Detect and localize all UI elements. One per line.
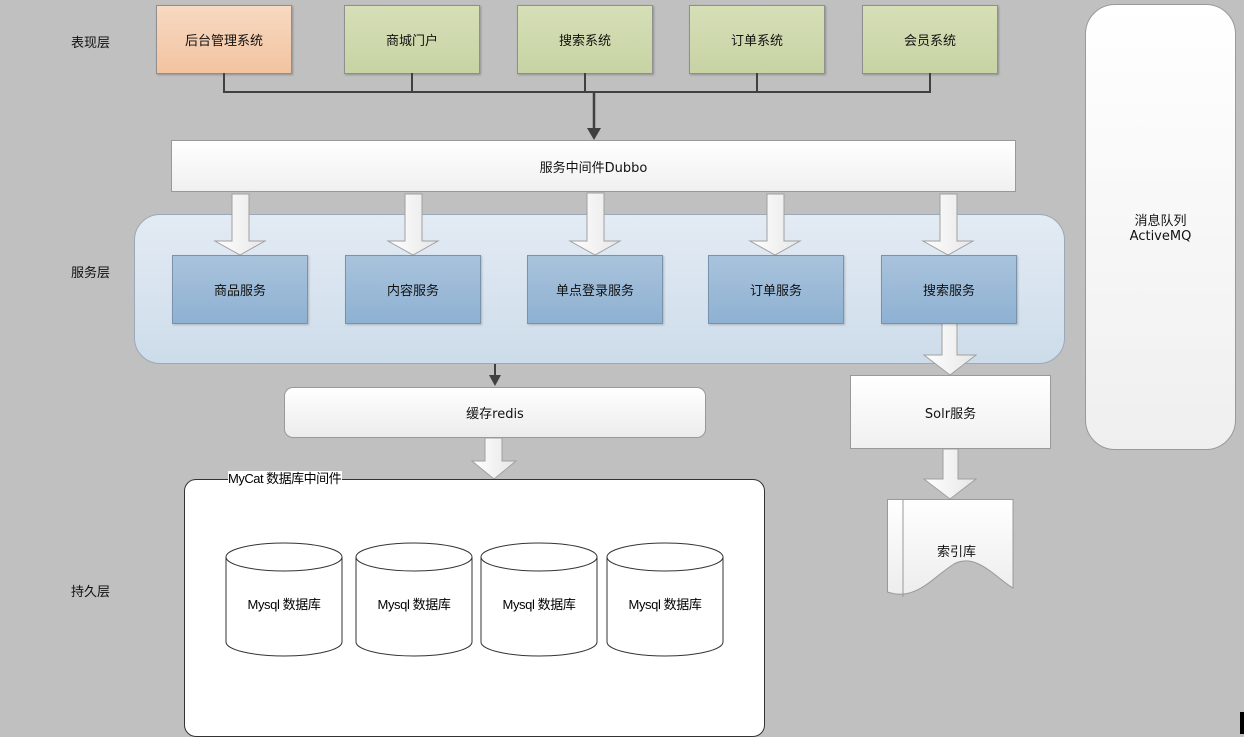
mysql-db-label: Mysql 数据库 — [502, 597, 576, 612]
message-queue-activemq[interactable]: 消息队列 ActiveMQ — [1085, 4, 1236, 450]
mysql-db-2[interactable]: Mysql 数据库 — [355, 542, 473, 658]
system-order[interactable]: 订单系统 — [689, 5, 825, 74]
mysql-db-4[interactable]: Mysql 数据库 — [606, 542, 724, 658]
cache-redis-label: 缓存redis — [466, 407, 524, 422]
system-search[interactable]: 搜索系统 — [517, 5, 653, 74]
arrow-redis-to-mycat — [470, 437, 518, 480]
edge-marker — [1240, 712, 1244, 734]
arrowhead-dubbo — [587, 128, 601, 140]
mysql-db-1[interactable]: Mysql 数据库 — [225, 542, 343, 658]
arrow-solr-to-index — [922, 448, 978, 500]
arrow-dubbo-to-order — [748, 193, 802, 256]
solr-service-label: Solr服务 — [924, 406, 977, 422]
layer-label-service: 服务层 — [71, 266, 111, 281]
service-order[interactable]: 订单服务 — [708, 255, 844, 324]
solr-service[interactable]: Solr服务 — [850, 375, 1051, 449]
mycat-title: MyCat 数据库中间件 — [228, 471, 343, 487]
system-search-label: 搜索系统 — [558, 34, 611, 49]
database-cylinder-icon — [225, 542, 343, 657]
system-member[interactable]: 会员系统 — [862, 5, 998, 74]
arrow-search-to-solr — [922, 322, 978, 376]
service-search[interactable]: 搜索服务 — [881, 255, 1017, 324]
service-sso-label: 单点登录服务 — [555, 284, 634, 299]
system-mall-portal[interactable]: 商城门户 — [344, 5, 480, 74]
system-admin[interactable]: 后台管理系统 — [156, 5, 292, 74]
database-cylinder-icon — [355, 542, 473, 657]
system-member-label: 会员系统 — [903, 34, 956, 49]
arrowhead-redis — [489, 375, 501, 386]
system-admin-label: 后台管理系统 — [184, 34, 263, 49]
layer-label-presentation: 表现层 — [71, 36, 111, 51]
message-queue-title: 消息队列 — [1134, 214, 1187, 229]
database-cylinder-icon — [480, 542, 598, 657]
middleware-dubbo[interactable]: 服务中间件Dubbo — [171, 140, 1016, 192]
middleware-dubbo-label: 服务中间件Dubbo — [539, 160, 648, 176]
service-search-label: 搜索服务 — [922, 284, 975, 299]
layer-label-persistence: 持久层 — [71, 585, 111, 600]
service-content[interactable]: 内容服务 — [345, 255, 481, 324]
arrow-dubbo-to-content — [386, 193, 440, 256]
index-store-shape[interactable] — [886, 498, 1016, 602]
service-sso[interactable]: 单点登录服务 — [527, 255, 663, 324]
mysql-db-label: Mysql 数据库 — [377, 597, 451, 612]
system-mall-portal-label: 商城门户 — [385, 34, 438, 49]
index-store-label: 索引库 — [937, 545, 977, 560]
database-cylinder-icon — [606, 542, 724, 657]
arrow-dubbo-to-search — [921, 193, 975, 256]
service-goods[interactable]: 商品服务 — [172, 255, 308, 324]
cache-redis[interactable]: 缓存redis — [284, 387, 706, 438]
service-content-label: 内容服务 — [386, 284, 439, 299]
mysql-db-label: Mysql 数据库 — [628, 597, 702, 612]
system-order-label: 订单系统 — [730, 34, 783, 49]
service-goods-label: 商品服务 — [213, 284, 266, 299]
message-queue-name: ActiveMQ — [1129, 229, 1192, 244]
arrow-dubbo-to-goods — [213, 193, 267, 256]
mysql-db-3[interactable]: Mysql 数据库 — [480, 542, 598, 658]
mysql-db-label: Mysql 数据库 — [247, 597, 321, 612]
service-order-label: 订单服务 — [749, 284, 802, 299]
arrow-dubbo-to-sso — [568, 192, 622, 256]
